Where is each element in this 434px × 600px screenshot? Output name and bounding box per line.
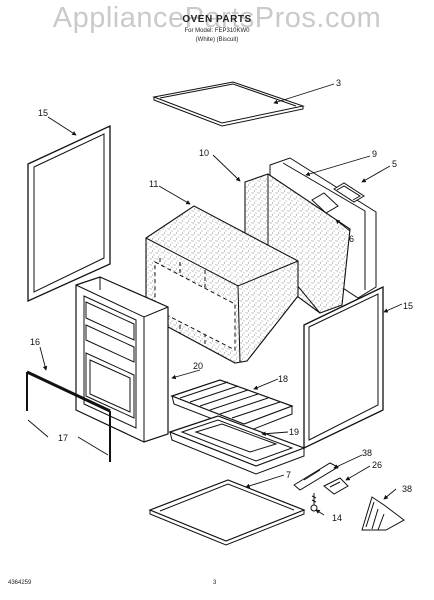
part-oven-front-frame [75,276,169,443]
callout-20: 20 [193,361,203,371]
callout-3: 3 [336,78,341,88]
color-variant: (White) (Biscuit) [195,37,239,43]
part-door-gasket [26,370,111,462]
diagram-title: OVEN PARTS [182,14,252,25]
part-screw [310,493,318,512]
callout-9: 9 [372,149,377,159]
part-oven-rack [170,379,294,433]
part-top-plate [152,81,305,127]
callout-6: 6 [349,234,354,244]
page-number: 3 [213,580,217,586]
callout-38-top: 38 [362,448,372,458]
leader-lines [27,83,403,516]
part-side-panel-left [27,124,111,303]
callout-5: 5 [392,159,397,169]
part-hinge-receptacle [361,496,405,531]
callout-15-right: 15 [403,301,413,311]
part-bottom-plate [148,479,306,546]
callout-10: 10 [199,148,209,158]
model-subtitle: For Model: FEP310KW0 [184,28,250,34]
callout-11: 11 [149,179,158,189]
part-broil-pan [168,415,306,475]
part-hinge-clip [323,477,349,495]
callout-19: 19 [289,427,299,437]
callout-labels: 3 15 10 9 5 11 6 15 16 20 18 17 19 38 7 … [30,78,413,523]
callout-18: 18 [278,374,288,384]
callout-38-bottom: 38 [402,484,412,494]
callout-14: 14 [332,513,342,523]
watermark: AppliancePartsPros.com [52,2,382,34]
document-number: 4364259 [8,580,32,586]
callout-17: 17 [58,433,68,443]
part-side-panel-right [303,285,384,450]
callout-7: 7 [286,470,291,480]
callout-15-left: 15 [38,108,48,118]
callout-16: 16 [30,337,40,347]
callout-26: 26 [372,460,382,470]
